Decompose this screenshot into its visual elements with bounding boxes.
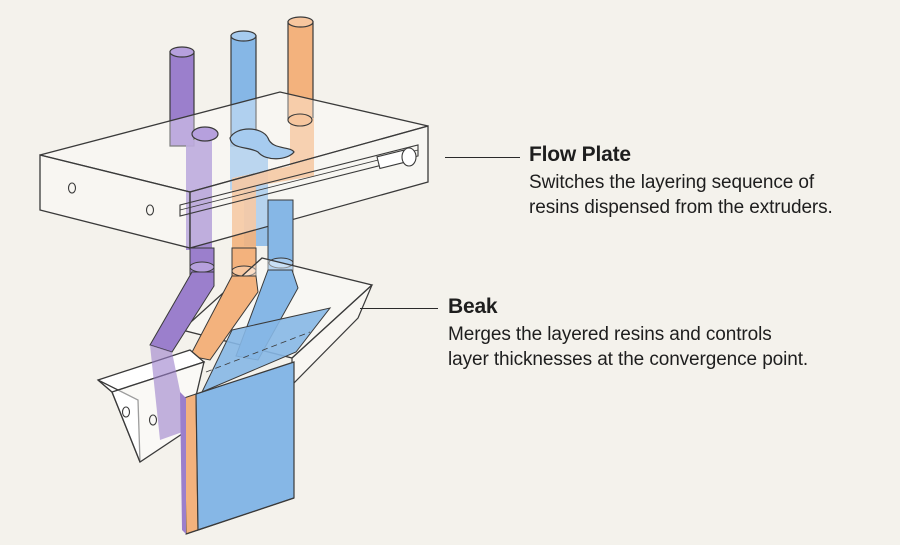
plate-side-face <box>189 125 429 249</box>
flow-plate-leader-line <box>445 157 520 158</box>
beak-desc-line-1: Merges the layered resins and controls <box>448 324 772 345</box>
beak-screw-hole-1 <box>121 406 131 418</box>
plate-bolt <box>376 147 417 170</box>
orange-pipe-top <box>287 16 314 28</box>
beak-description: Merges the layered resins and controls l… <box>448 322 888 372</box>
flow-plate-title: Flow Plate <box>529 143 631 166</box>
beak-title: Beak <box>448 295 498 318</box>
beak-desc-line-2: layer thicknesses at the convergence poi… <box>448 349 809 370</box>
beak-leader-line <box>360 308 438 309</box>
plate-port-purple <box>191 126 219 142</box>
plate-port-blue <box>229 128 295 160</box>
plate-slide-groove <box>179 144 419 217</box>
plate-screw-hole-1 <box>67 182 77 194</box>
plate-screw-hole-2 <box>145 204 155 216</box>
flow-plate <box>39 91 429 250</box>
flow-plate-description: Switches the layering sequence of resins… <box>529 170 889 220</box>
flow-plate-callout: Flow Plate Switches the layering sequenc… <box>529 143 889 220</box>
purple-pipe-top <box>169 46 195 58</box>
orange-funnel <box>189 275 259 361</box>
layered-sheet <box>180 361 295 535</box>
blue-pipe-top <box>230 30 257 42</box>
sheet-purple-layer <box>180 392 186 534</box>
purple-funnel <box>149 271 215 353</box>
beak-callout: Beak Merges the layered resins and contr… <box>448 295 888 372</box>
flow-plate-desc-line-2: resins dispensed from the extruders. <box>529 197 833 218</box>
blue-manifold <box>200 307 332 393</box>
beak <box>96 257 374 463</box>
beak-screw-hole-2 <box>148 414 158 426</box>
flow-plate-desc-line-1: Switches the layering sequence of <box>529 172 815 193</box>
